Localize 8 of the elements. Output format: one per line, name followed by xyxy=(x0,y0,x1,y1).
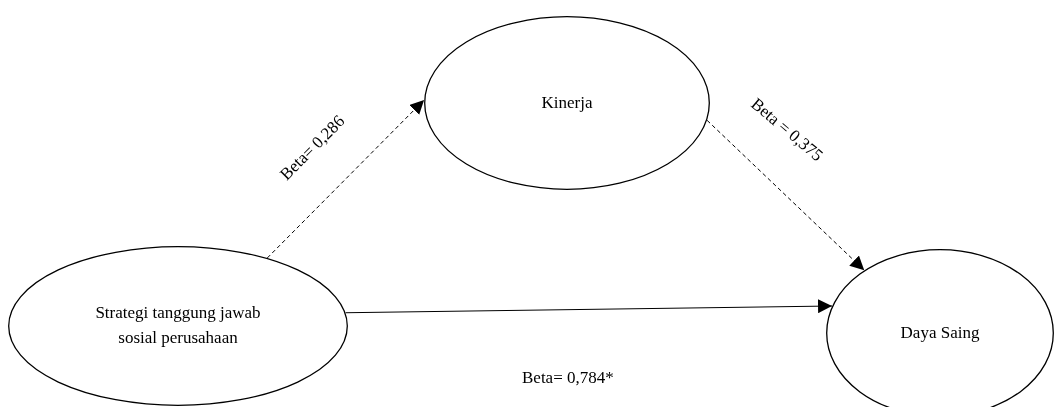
node-label: Kinerja xyxy=(541,91,593,114)
arrow xyxy=(706,119,865,271)
node-label: Strategi tanggung jawab sosial perusahaan xyxy=(94,302,262,349)
arrow xyxy=(345,299,833,314)
node-label: Daya Saing xyxy=(900,321,980,344)
arrow xyxy=(266,99,425,259)
ellipse-node xyxy=(8,246,348,406)
ellipse-node xyxy=(424,16,710,190)
